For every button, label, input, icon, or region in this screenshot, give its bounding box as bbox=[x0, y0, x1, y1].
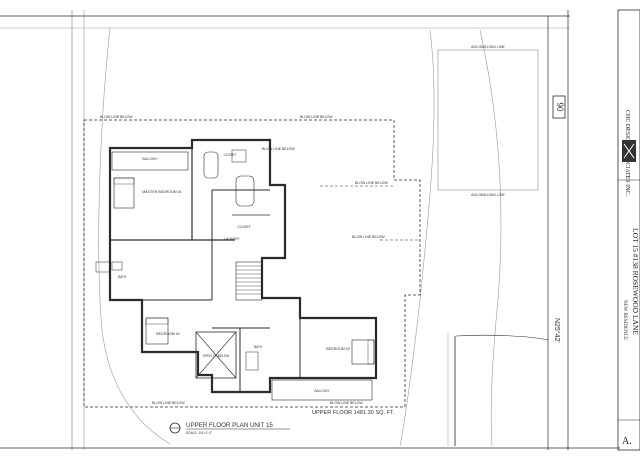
open-to-below-label: OPEN TO BELOW bbox=[203, 354, 230, 358]
blow-line-label-3: BLOW LINE BELOW bbox=[262, 147, 295, 151]
open-to-below: OPEN TO BELOW bbox=[195, 331, 237, 379]
bath-label-1: BATH bbox=[118, 275, 127, 279]
bedroom-2-label: BEDROOM #2 bbox=[156, 332, 180, 336]
balcony-label-bottom: BALCONY bbox=[314, 389, 330, 393]
bedroom-3-label: BEDROOM #3 bbox=[326, 347, 350, 351]
laundry-label: LAUNDRY bbox=[224, 237, 240, 241]
fixtures bbox=[95, 149, 375, 371]
street-number: 90 bbox=[555, 103, 565, 113]
plan-title-block: UPPER FLOOR PLAN UNIT 15 SCALE: 1/4"=1'-… bbox=[169, 422, 290, 435]
sheet-number: A. bbox=[622, 436, 632, 447]
bath-label-2: BATH bbox=[254, 345, 263, 349]
balcony-label-top: BALCONY bbox=[142, 157, 158, 161]
blow-line-label-5: BLOW LINE BELOW bbox=[352, 235, 385, 239]
title-block: CHC DESIGN ASSOCIATES INC. NEW RESIDENCE… bbox=[617, 9, 640, 451]
adu-building-box: ADU BUILDING LINE ADU BUILDING LINE bbox=[437, 45, 539, 197]
room-labels: MASTER BEDROOM #1 CLOSET CLOSET BEDROOM … bbox=[118, 153, 350, 351]
balconies: BALCONY BALCONY bbox=[111, 151, 373, 401]
blow-line-label-2: BLOW LINE BELOW bbox=[300, 115, 333, 119]
project-type: NEW RESIDENCE bbox=[622, 300, 627, 340]
building-line-label-bottom: ADU BUILDING LINE bbox=[471, 193, 505, 197]
building-line-label-top: ADU BUILDING LINE bbox=[471, 45, 505, 49]
blow-line-label-1: BLOW LINE BELOW bbox=[100, 115, 133, 119]
closet-label: CLOSET bbox=[237, 225, 251, 229]
bearing-label: N25°42' bbox=[553, 318, 561, 343]
closet-label-2: CLOSET bbox=[224, 153, 237, 157]
plan-title: UPPER FLOOR PLAN UNIT 15 bbox=[186, 422, 273, 429]
master-bedroom-label: MASTER BEDROOM #1 bbox=[142, 190, 182, 194]
building-walls bbox=[108, 138, 378, 394]
site-contours bbox=[98, 27, 502, 447]
plan-scale: SCALE: 1/4"=1'-0" bbox=[186, 431, 212, 435]
blow-line-label-7: BLOW LINE BELOW bbox=[330, 401, 363, 405]
street-annotations: 90 N25°42' bbox=[552, 95, 566, 343]
blow-line-outline: BLOW LINE BELOW BLOW LINE BELOW BLOW LIN… bbox=[83, 115, 421, 408]
area-label: UPPER FLOOR 1481.30 SQ. FT. bbox=[312, 410, 395, 416]
blow-line-label-4: BLOW LINE BELOW bbox=[355, 181, 388, 185]
stairs bbox=[235, 261, 263, 301]
blow-line-label-6: BLOW LINE BELOW bbox=[152, 401, 185, 405]
sheet-frame bbox=[0, 10, 620, 450]
lot-line: LOT 15 #138 ROSEWOOD LANE bbox=[631, 228, 640, 335]
firm-logo-icon bbox=[622, 140, 636, 162]
